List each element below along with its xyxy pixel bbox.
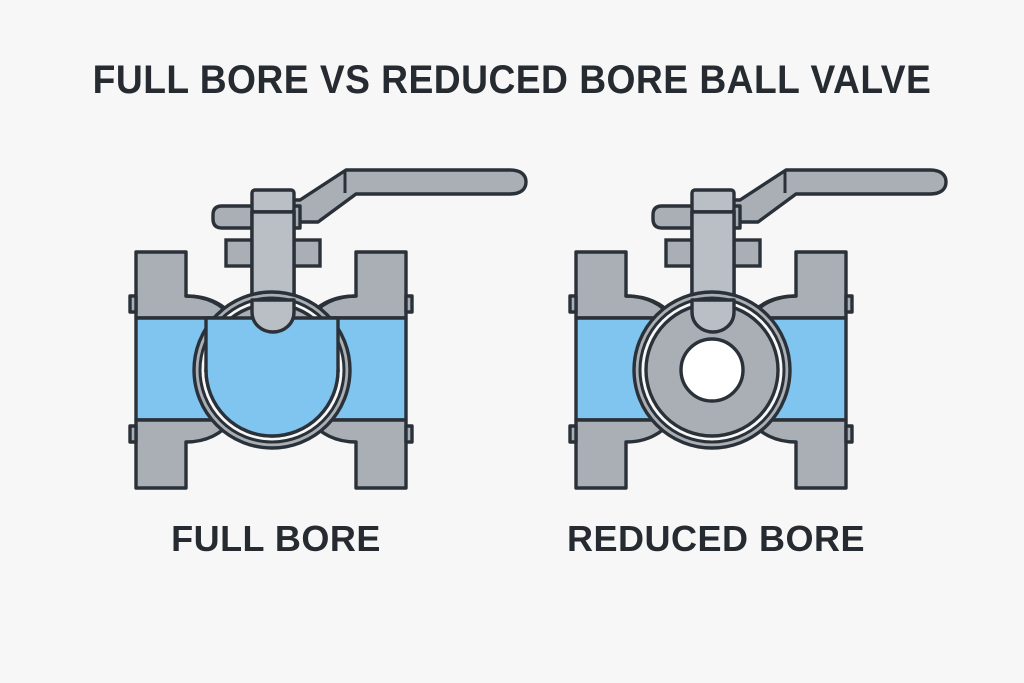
flange-left-face-lower-reduced <box>568 424 578 444</box>
flange-left-upper-reduced[interactable] <box>574 250 674 320</box>
stem-ball-joint-reduced <box>690 298 736 334</box>
stem-nut-reduced <box>690 188 736 214</box>
valve-full-bore <box>128 168 528 490</box>
flange-right-upper-full[interactable] <box>308 250 408 320</box>
flange-right-lower-reduced[interactable] <box>748 418 848 490</box>
caption-full-bore: FULL BORE <box>171 518 381 559</box>
flange-left-face-lower-full <box>128 424 138 444</box>
flange-left-lower-full[interactable] <box>134 418 234 490</box>
stem-ball-joint-full <box>250 298 296 334</box>
flange-right-upper-reduced[interactable] <box>748 250 848 320</box>
ball-bore-full <box>206 318 338 436</box>
valve-reduced-bore <box>568 168 948 490</box>
flange-left-face-upper-full <box>128 294 138 314</box>
flange-left-upper-full[interactable] <box>134 250 234 320</box>
flange-right-face-lower-full <box>404 424 414 444</box>
stem-nut-full <box>250 188 296 214</box>
flange-right-face-upper-reduced <box>844 294 854 314</box>
page-title: FULL BORE VS REDUCED BORE BALL VALVE <box>92 58 932 102</box>
flange-right-lower-full[interactable] <box>308 418 408 490</box>
caption-reduced-bore: REDUCED BORE <box>566 518 866 559</box>
flange-right-face-lower-reduced <box>844 424 854 444</box>
flange-left-lower-reduced[interactable] <box>574 418 674 490</box>
flange-right-face-upper-full <box>404 294 414 314</box>
ball-bore-reduced <box>679 337 745 403</box>
flange-left-face-upper-reduced <box>568 294 578 314</box>
